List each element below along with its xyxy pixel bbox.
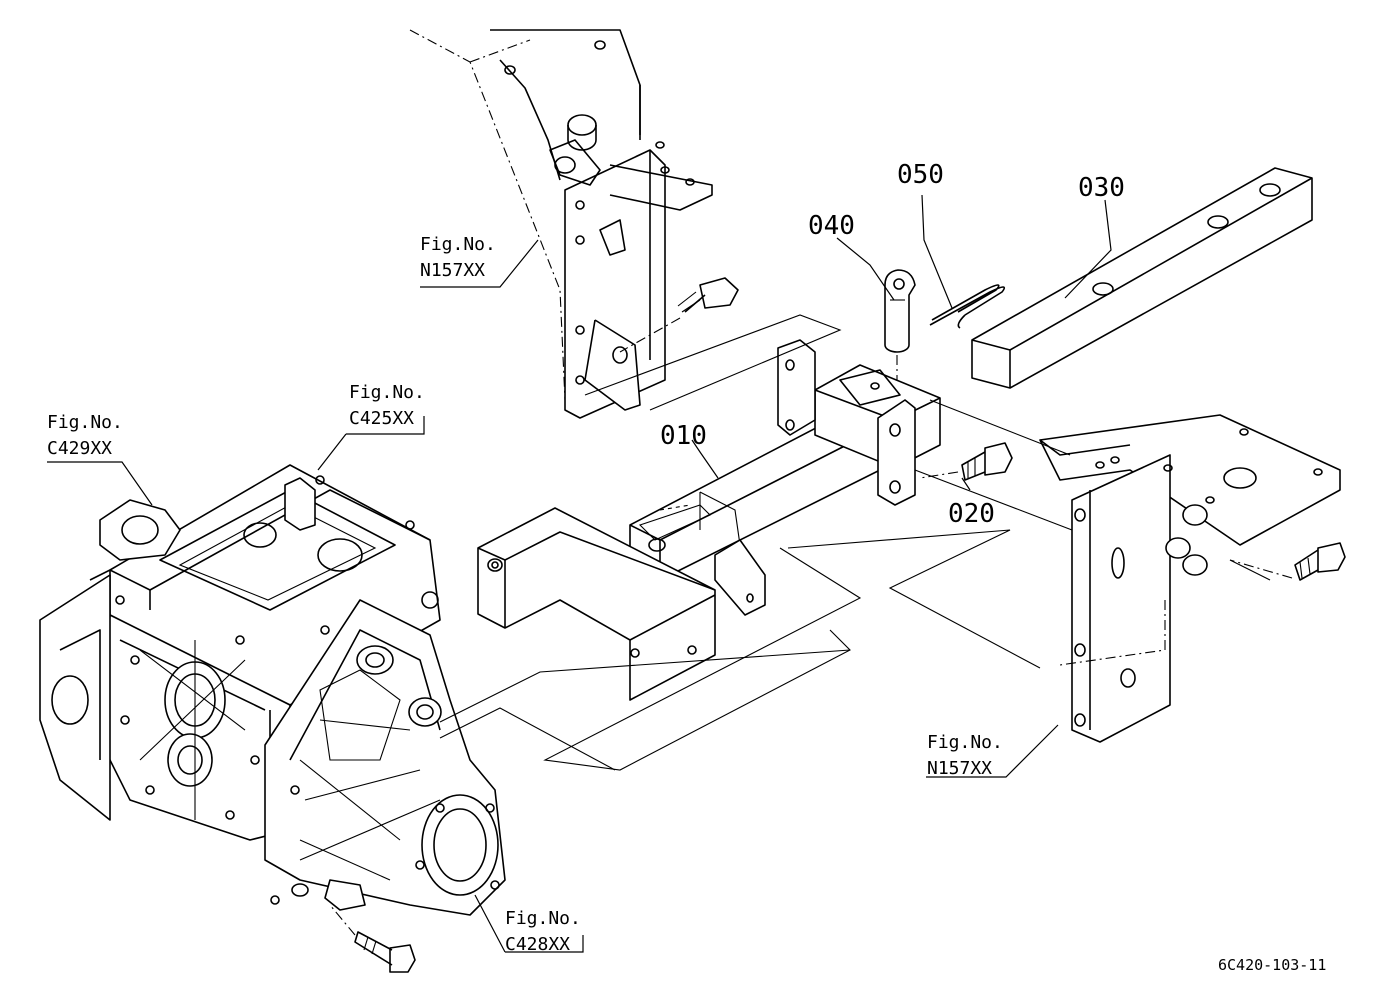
transmission-case-c429 xyxy=(39,499,181,821)
part-030-bar xyxy=(971,167,1313,389)
fig-ref-c425-line1: Fig.No. xyxy=(349,382,425,403)
right-frame-bracket xyxy=(1039,414,1346,743)
fig-ref-n157-top-line1: Fig.No. xyxy=(420,234,496,255)
fig-ref-c429-line1: Fig.No. xyxy=(47,412,123,433)
fig-ref-n157-top-line2: N157XX xyxy=(420,260,485,281)
fig-ref-c429-line2: C429XX xyxy=(47,438,112,459)
part-number-labels: 030 050 040 010 020 xyxy=(660,160,1125,529)
leader-lines xyxy=(47,194,1112,953)
assembly-phantom-lines xyxy=(439,314,1271,771)
part-040-pin xyxy=(884,269,916,390)
fig-ref-c428-line1: Fig.No. xyxy=(505,908,581,929)
part-010-drawbar-frame xyxy=(477,339,941,701)
fig-ref-n157-right-line1: Fig.No. xyxy=(927,732,1003,753)
part-number-020: 020 xyxy=(948,499,995,529)
drawing-code: 6C420-103-11 xyxy=(1218,956,1326,974)
fig-ref-c428-line2: C428XX xyxy=(505,934,570,955)
part-020-bolt xyxy=(919,442,1013,481)
top-frame-bracket xyxy=(409,29,739,419)
part-number-010: 010 xyxy=(660,421,707,451)
part-number-030: 030 xyxy=(1078,173,1125,203)
transmission-case-c428 xyxy=(264,599,506,973)
fig-ref-c425-line2: C425XX xyxy=(349,408,414,429)
part-number-050: 050 xyxy=(897,160,944,190)
figure-reference-labels: Fig.No. N157XX Fig.No. C425XX Fig.No. C4… xyxy=(47,234,1003,955)
part-050-clip xyxy=(929,284,1006,329)
fig-ref-n157-right-line2: N157XX xyxy=(927,758,992,779)
part-number-040: 040 xyxy=(808,211,855,241)
